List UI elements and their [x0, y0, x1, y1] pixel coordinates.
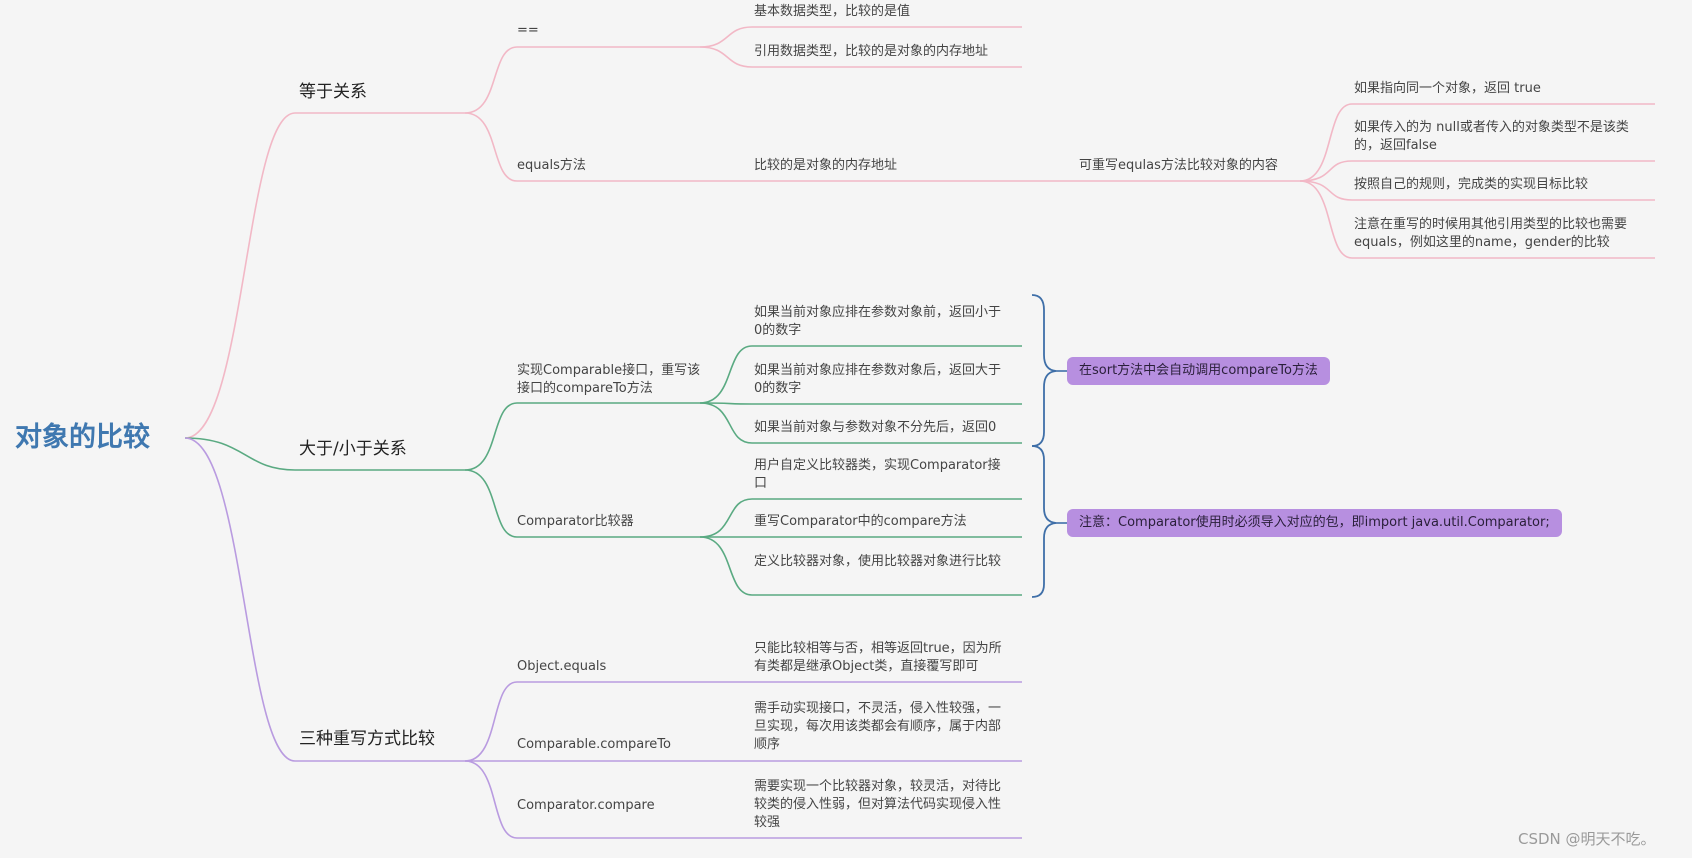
connector-root-eq — [184, 112, 465, 439]
node-equals-item-2[interactable]: 如果传入的为 null或者传入的对象类型不是该类的，返回false — [1354, 120, 1629, 153]
connector-cmp-3 — [699, 402, 1022, 444]
node-comparator-compare-detail[interactable]: 需要实现一个比较器对象，较灵活，对待比较类的侵入性弱，但对算法代码实现侵入性较强 — [754, 779, 1002, 830]
connector-eq-equals — [464, 112, 1300, 182]
node-equals-item-4[interactable]: 注意在重写的时候用其他引用类型的比较也需要equals，例如这里的name，ge… — [1354, 217, 1628, 250]
node-override-equals[interactable]: 可重写equlas方法比较对象的内容 — [1079, 158, 1278, 173]
watermark: CSDN @明天不吃。 — [1518, 830, 1656, 848]
connector-op-2 — [699, 46, 1022, 68]
node-comparator-item-2[interactable]: 重写Comparator中的compare方法 — [754, 514, 967, 529]
connector-eq-op — [464, 46, 700, 114]
connector-three-1 — [464, 681, 1022, 762]
node-comparable-interface[interactable]: 实现Comparable接口，重写该接口的compareTo方法 — [517, 363, 701, 396]
connector-eqitem-4 — [1299, 180, 1655, 259]
branch-greater-less-relation[interactable]: 大于/小于关系 — [299, 439, 407, 459]
node-object-equals[interactable]: Object.equals — [517, 659, 607, 674]
connector-gt-comparator — [464, 469, 700, 538]
connector-eqitem-1 — [1299, 103, 1655, 182]
node-comparable-item-1[interactable]: 如果当前对象应排在参数对象前，返回小于0的数字 — [754, 305, 1002, 338]
branch-three-override-compare[interactable]: 三种重写方式比较 — [299, 729, 435, 749]
note-sort-compareto[interactable]: 在sort方法中会自动调用compareTo方法 — [1067, 357, 1330, 385]
connector-cmpr-3 — [699, 536, 1022, 596]
node-object-equals-detail[interactable]: 只能比较相等与否，相等返回true，因为所有类都是继承Object类，直接覆写即… — [754, 641, 1002, 674]
node-primitive-compare[interactable]: 基本数据类型，比较的是值 — [754, 4, 911, 19]
node-comparable-item-2[interactable]: 如果当前对象应排在参数对象后，返回大于0的数字 — [754, 363, 1002, 396]
connector-eqitem-2 — [1299, 160, 1655, 182]
node-equals-detail[interactable]: 比较的是对象的内存地址 — [754, 158, 898, 173]
node-reference-compare[interactable]: 引用数据类型，比较的是对象的内存地址 — [754, 44, 989, 59]
node-equals-item-1[interactable]: 如果指向同一个对象，返回 true — [1354, 81, 1541, 96]
connector-cmpr-1 — [699, 498, 1022, 538]
node-equals-method[interactable]: equals方法 — [517, 158, 586, 173]
node-comparator-item-3[interactable]: 定义比较器对象，使用比较器对象进行比较 — [754, 554, 1002, 569]
node-comparable-item-3[interactable]: 如果当前对象与参数对象不分先后，返回0 — [754, 420, 997, 435]
connector-eqitem-3 — [1299, 180, 1655, 201]
root-topic[interactable]: 对象的比较 — [15, 422, 150, 453]
node-comparator[interactable]: Comparator比较器 — [517, 514, 634, 529]
node-comparable-compareto[interactable]: Comparable.compareTo — [517, 737, 671, 752]
node-comparator-item-1[interactable]: 用户自定义比较器类，实现Comparator接口 — [754, 458, 1001, 491]
brace-comparator — [1031, 445, 1057, 598]
node-comparator-compare[interactable]: Comparator.compare — [517, 798, 655, 813]
note-comparator-import[interactable]: 注意：Comparator使用时必须导入对应的包，即import java.ut… — [1067, 509, 1562, 537]
connector-cmp-1 — [699, 345, 1022, 404]
connector-root-three — [184, 437, 465, 762]
branch-equal-relation[interactable]: 等于关系 — [299, 82, 367, 102]
connector-gt-comparable — [464, 402, 700, 471]
node-equals-item-3[interactable]: 按照自己的规则，完成类的实现目标比较 — [1354, 177, 1589, 192]
connector-cmp-2 — [699, 402, 1022, 405]
node-double-equals[interactable]: == — [517, 23, 539, 38]
node-comparable-compareto-detail[interactable]: 需手动实现接口，不灵活，侵入性较强，一旦实现，每次用该类都会有顺序，属于内部顺序 — [754, 701, 1002, 752]
connector-op-1 — [699, 26, 1022, 48]
connector-root-gt — [184, 437, 465, 471]
brace-comparable — [1031, 294, 1057, 447]
connector-three-3 — [464, 760, 1022, 839]
